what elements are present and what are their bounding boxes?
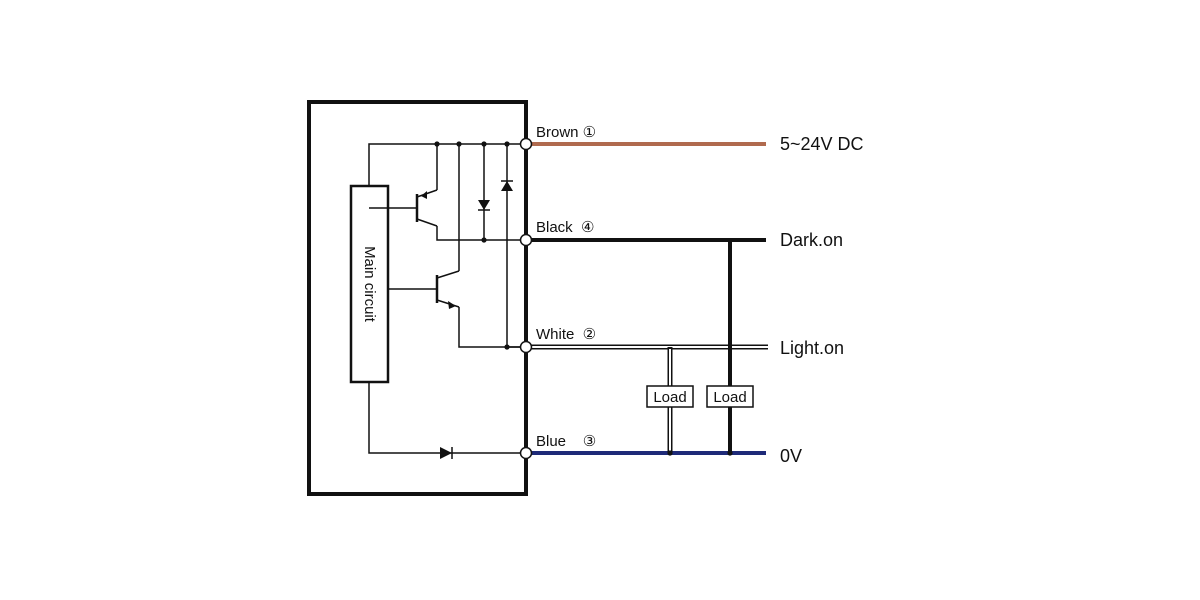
light-on-output-label: Light.on (780, 338, 844, 358)
dark-on-output-label: Dark.on (780, 230, 843, 250)
load-box: Load (706, 385, 754, 408)
junction-dot (667, 450, 673, 456)
load-label: Load (713, 389, 746, 406)
internal-circuitry (368, 143, 526, 454)
main-circuit-block: Main circuit (349, 184, 390, 384)
junction-dots (434, 141, 510, 350)
diode-icon (440, 447, 453, 459)
terminal-circles (519, 137, 533, 460)
main-circuit-label: Main circuit (361, 246, 378, 323)
junction-dot (727, 450, 733, 456)
pnp-emitter-arrow-icon (421, 191, 427, 199)
diode-icon (478, 200, 490, 211)
diode-icon (501, 180, 513, 191)
ground-label: 0V (780, 446, 802, 466)
blue-wire-label: Blue ③ (536, 433, 596, 450)
npn-emitter-arrow-icon (448, 301, 456, 309)
load-box: Load (646, 385, 694, 408)
black-wire-label: Black ④ (536, 219, 594, 236)
sensor-housing (307, 100, 528, 496)
terminal-brown (519, 137, 533, 151)
terminal-white (519, 340, 533, 354)
terminal-black (519, 233, 533, 247)
brown-wire-label: Brown ① (536, 124, 596, 141)
white-wire-label: White ② (536, 326, 596, 343)
load-label: Load (653, 389, 686, 406)
terminal-blue (519, 446, 533, 460)
supply-voltage-label: 5~24V DC (780, 134, 864, 154)
